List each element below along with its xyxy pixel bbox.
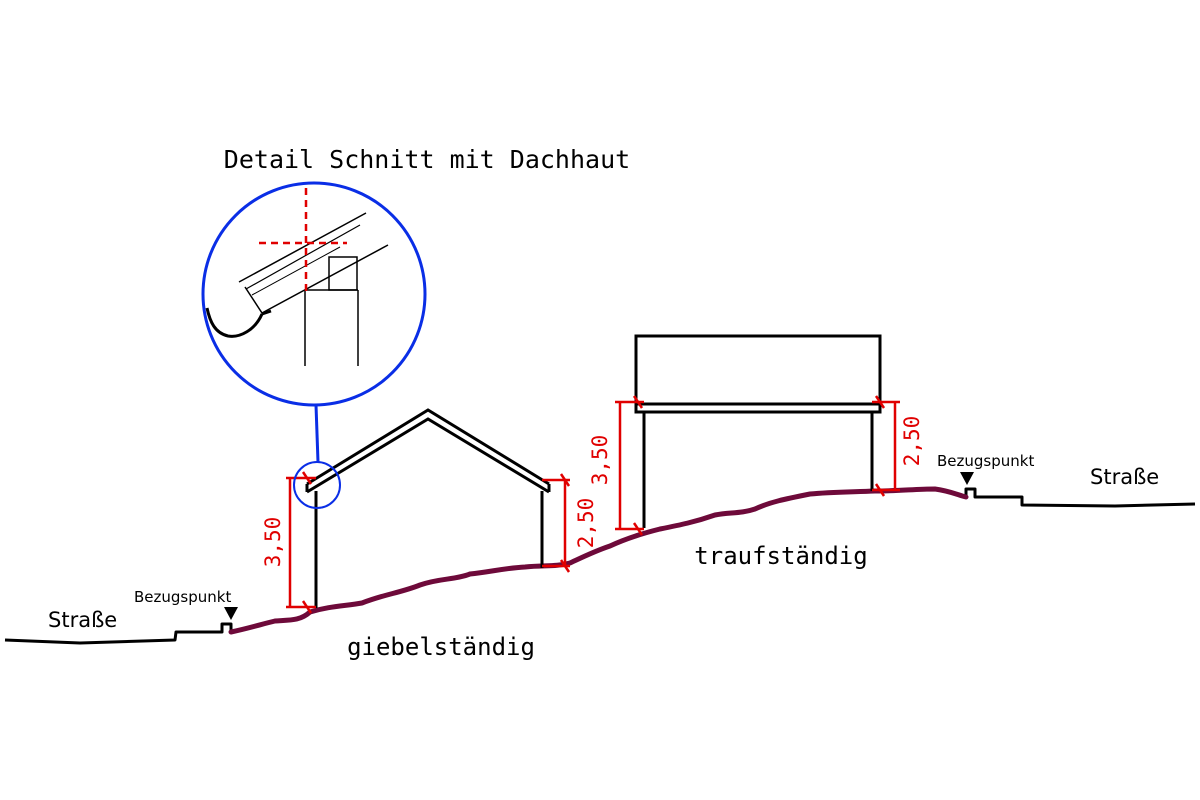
- street-left-line: [4, 622, 233, 645]
- dim-right-high-tick-bottom: [632, 522, 644, 536]
- reference-label-left: Bezugspunkt: [134, 588, 231, 606]
- detail-purlin: [328, 256, 358, 291]
- detail-roof-skin-1: [238, 212, 367, 283]
- terrain-line: [228, 486, 969, 635]
- gable-house: [305, 408, 551, 608]
- street-label-left: Straße: [48, 608, 117, 632]
- street-right-line: [964, 487, 1196, 508]
- left-house-roof-inner: [306, 417, 550, 494]
- left-house-roof-outer: [306, 408, 550, 486]
- detail-title: Detail Schnitt mit Dachhaut: [224, 145, 630, 174]
- dim-left-high-tick-top: [301, 471, 313, 485]
- detail-rafter: [244, 244, 389, 314]
- dim-label-left-low: 2,50: [574, 498, 598, 549]
- house-label-eave: traufständig: [694, 542, 867, 570]
- reference-marker-left: [224, 607, 238, 620]
- dim-left-low-tick-bottom: [559, 559, 571, 573]
- detail-contents: [205, 188, 389, 366]
- dim-label-left-high: 3,50: [261, 517, 285, 568]
- dim-left-high-tick-bottom: [301, 600, 313, 614]
- street-label-right: Straße: [1090, 465, 1159, 489]
- house-label-gable: giebelständig: [347, 633, 535, 661]
- dim-label-right-low: 2,50: [900, 416, 924, 467]
- dim-right-low-tick-bottom: [874, 483, 886, 497]
- right-house-roof-body: [634, 334, 882, 406]
- dimensions: [286, 395, 900, 614]
- reference-label-right: Bezugspunkt: [937, 452, 1034, 470]
- detail-gutter-hook: [261, 309, 272, 316]
- detail-leader-line: [314, 404, 320, 463]
- dim-right-low-tick-top: [874, 395, 886, 409]
- detail-gutter: [205, 307, 264, 338]
- dim-right-high-tick-top: [632, 395, 644, 409]
- dim-label-right-high: 3,50: [588, 435, 612, 486]
- detail-roof-skin-3: [251, 246, 341, 296]
- reference-marker-right: [960, 472, 974, 485]
- eave-house: [634, 334, 882, 528]
- dim-left-low-tick-top: [559, 473, 571, 487]
- right-house-roof-fascia: [634, 402, 882, 414]
- detail-roof-skin-2: [245, 224, 361, 290]
- detail-large-circle: [201, 181, 427, 407]
